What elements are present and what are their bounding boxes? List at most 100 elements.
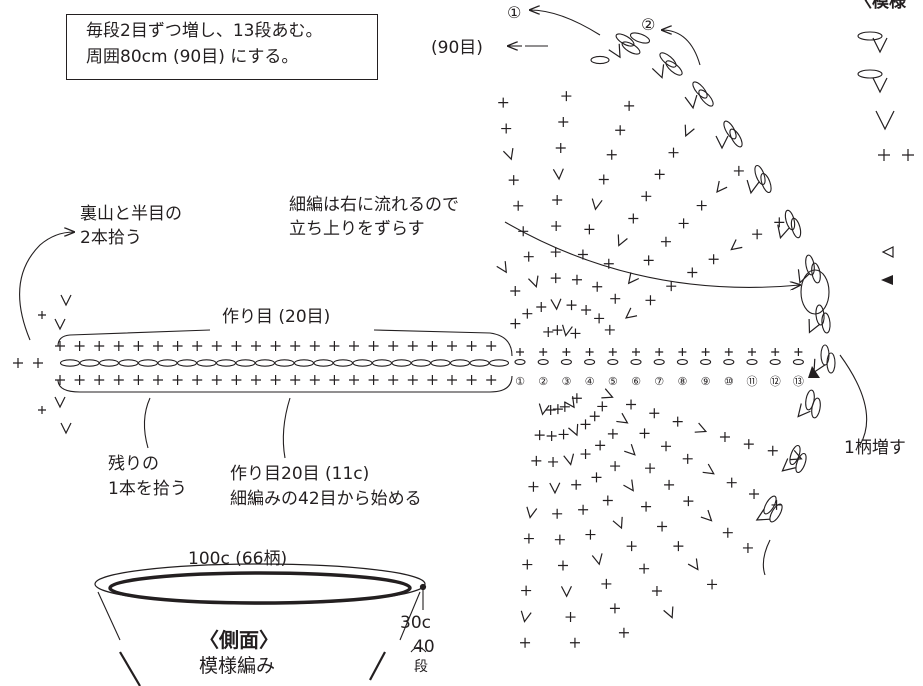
single-crochet-icon <box>626 399 637 410</box>
single-crochet-icon <box>270 341 281 351</box>
side-title: 〈側面〉 <box>199 628 279 652</box>
single-crochet-icon <box>133 341 144 351</box>
single-crochet-icon <box>501 123 512 134</box>
single-crochet-icon <box>660 236 671 247</box>
single-crochet-icon <box>591 472 602 483</box>
side-wall-left-upper <box>97 591 121 641</box>
chain-stitch-icon <box>254 359 276 367</box>
start-leader <box>282 397 291 459</box>
increase-icon <box>663 606 674 619</box>
single-crochet-icon <box>708 254 719 265</box>
increase-note: 1柄増す <box>844 438 906 458</box>
side-rows-label: 40 <box>413 637 435 657</box>
single-crochet-icon <box>550 247 561 258</box>
foundation-label: 作り目 (20目) <box>218 306 335 329</box>
single-crochet-icon <box>349 341 359 351</box>
increase-icon <box>601 388 614 399</box>
single-crochet-icon <box>641 191 652 202</box>
single-crochet-icon <box>610 293 621 304</box>
single-crochet-icon <box>666 281 677 292</box>
row-number-label: ⑫ <box>770 375 781 388</box>
row-number-label: ① <box>515 375 525 388</box>
side-rows-unit: 段 <box>414 659 428 675</box>
single-crochet-icon <box>552 195 563 206</box>
increase-icon <box>684 124 695 138</box>
pickup-note: 裏山と半目の <box>80 204 182 224</box>
chain-stitch-icon <box>449 359 471 367</box>
side-wall-right-lower <box>369 651 386 681</box>
single-crochet-icon <box>552 404 563 415</box>
single-crochet-icon <box>192 375 203 385</box>
arrow-row2 <box>662 30 701 66</box>
single-crochet-icon <box>94 375 105 385</box>
single-crochet-icon <box>654 169 665 180</box>
rim-inner-ellipse <box>108 571 412 605</box>
single-crochet-icon <box>251 341 261 351</box>
chain-stitch-icon <box>805 389 815 411</box>
chain-stitch-icon <box>676 359 688 365</box>
increase-icon <box>700 509 713 522</box>
row-number-label: ⑥ <box>631 375 641 388</box>
chain-stitch-icon <box>821 312 831 334</box>
chain-stitch-icon <box>698 89 714 107</box>
chain-stitch-icon <box>537 359 549 365</box>
increase-icon <box>790 449 803 461</box>
single-crochet-icon <box>528 481 539 492</box>
single-crochet-icon <box>570 328 581 339</box>
single-crochet-icon <box>94 341 105 351</box>
single-crochet-icon <box>38 311 46 319</box>
height-marker-dot <box>419 583 427 591</box>
chain-stitch-icon <box>820 344 830 366</box>
single-crochet-icon <box>748 348 756 356</box>
chain-stitch-icon <box>79 359 100 367</box>
chain-stitch-icon <box>700 359 712 365</box>
chain-stitch-icon <box>590 55 610 65</box>
single-crochet-icon <box>701 348 710 356</box>
single-crochet-icon <box>771 499 782 510</box>
single-crochet-icon <box>38 406 46 414</box>
single-crochet-icon <box>466 341 477 351</box>
offset-note: 細編は右に流れるので <box>289 195 459 215</box>
single-crochet-icon <box>878 149 890 161</box>
single-crochet-icon <box>153 341 163 351</box>
increase-icon <box>54 396 66 409</box>
single-crochet-icon <box>609 603 620 614</box>
increase-icon <box>651 64 665 79</box>
chain-stitch-icon <box>488 359 510 367</box>
single-crochet-icon <box>551 221 562 232</box>
single-crochet-icon <box>628 213 639 224</box>
single-crochet-icon <box>521 585 532 596</box>
chain-stitch-icon <box>792 359 804 365</box>
single-crochet-icon <box>585 529 596 540</box>
row-number-label: ⑦ <box>654 375 664 388</box>
single-crochet-icon <box>211 375 222 385</box>
single-crochet-icon <box>687 267 698 278</box>
single-crochet-icon <box>550 273 561 284</box>
row-number-label: ⑬ <box>793 375 804 388</box>
single-crochet-icon <box>309 341 320 351</box>
single-crochet-icon <box>743 439 754 450</box>
single-crochet-icon <box>192 341 203 351</box>
single-crochet-icon <box>407 375 418 385</box>
single-crochet-icon <box>624 100 635 111</box>
chain-stitch-icon <box>805 254 815 276</box>
single-crochet-icon <box>598 174 609 185</box>
single-crochet-icon <box>651 585 662 596</box>
side-pattern-label: 模様編み <box>199 655 276 677</box>
single-crochet-icon <box>290 375 301 385</box>
increase-icon <box>746 179 760 195</box>
single-crochet-icon <box>578 504 589 515</box>
single-crochet-icon <box>522 559 533 570</box>
single-crochet-icon <box>639 563 650 574</box>
increase-icon <box>808 319 821 334</box>
single-crochet-icon <box>510 318 521 329</box>
single-crochet-icon <box>601 578 612 589</box>
single-crochet-icon <box>545 404 556 415</box>
chain-stitch-icon <box>826 352 836 374</box>
remaining-note: 残りの <box>108 454 159 474</box>
single-crochet-icon <box>557 560 568 571</box>
chain-stitch-icon <box>857 31 883 41</box>
chain-stitch-icon <box>560 359 572 365</box>
single-crochet-icon <box>639 428 650 439</box>
chain-stitch-icon <box>514 359 526 365</box>
